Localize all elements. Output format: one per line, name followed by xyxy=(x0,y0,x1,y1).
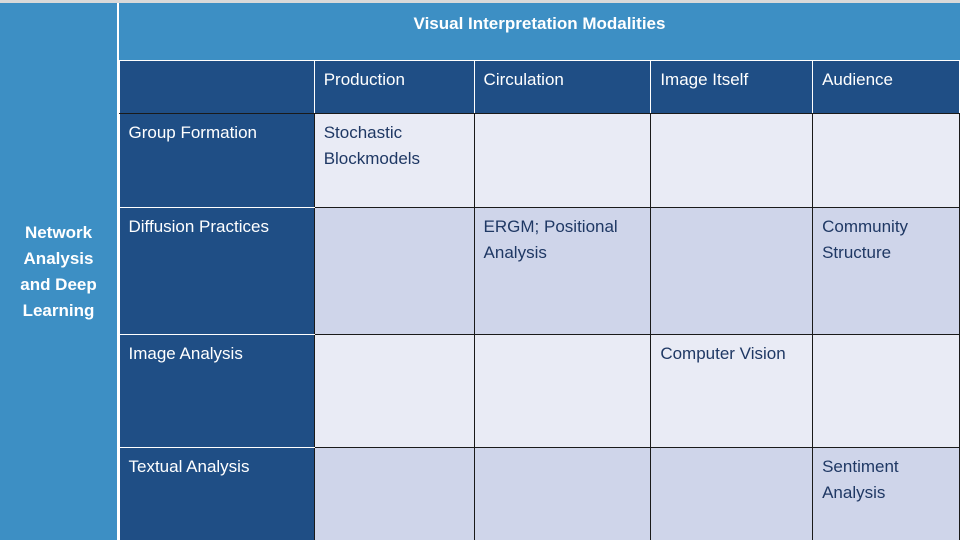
table-cell xyxy=(473,446,652,540)
table-row: Textual Analysis Sentiment Analysis xyxy=(119,446,960,540)
table-cell xyxy=(313,333,475,448)
row-header: Group Formation xyxy=(119,112,315,208)
row-header: Diffusion Practices xyxy=(119,206,315,335)
table-cell: Community Structure xyxy=(812,206,960,335)
header-title: Visual Interpretation Modalities xyxy=(413,14,666,33)
side-panel: Network Analysis and Deep Learning xyxy=(0,3,117,540)
table-cell: Sentiment Analysis xyxy=(812,446,960,540)
row-header: Image Analysis xyxy=(119,333,315,448)
top-header: Visual Interpretation Modalities xyxy=(119,3,960,60)
column-header: Production xyxy=(313,61,475,114)
table-cell: Computer Vision xyxy=(650,333,814,448)
table-cell: ERGM; Positional Analysis xyxy=(473,206,652,335)
table-cell: Stochastic Blockmodels xyxy=(313,112,475,208)
table-cell xyxy=(473,112,652,208)
column-header-row: Production Circulation Image Itself Audi… xyxy=(119,61,960,114)
table-row: Group Formation Stochastic Blockmodels xyxy=(119,112,960,208)
table-cell xyxy=(812,333,960,448)
table-cell xyxy=(650,206,814,335)
corner-cell xyxy=(119,61,315,114)
side-label: Network Analysis and Deep Learning xyxy=(20,222,97,320)
table-cell xyxy=(313,446,475,540)
table-cell xyxy=(473,333,652,448)
modality-matrix: Production Circulation Image Itself Audi… xyxy=(119,61,960,540)
column-header: Image Itself xyxy=(650,61,814,114)
table-row: Image Analysis Computer Vision xyxy=(119,333,960,448)
table-cell xyxy=(313,206,475,335)
table-cell xyxy=(650,112,814,208)
row-header: Textual Analysis xyxy=(119,446,315,540)
table-cell xyxy=(812,112,960,208)
column-header: Circulation xyxy=(473,61,652,114)
table-cell xyxy=(650,446,814,540)
top-bar xyxy=(0,0,960,3)
table-row: Diffusion Practices ERGM; Positional Ana… xyxy=(119,206,960,335)
column-header: Audience xyxy=(812,61,960,114)
